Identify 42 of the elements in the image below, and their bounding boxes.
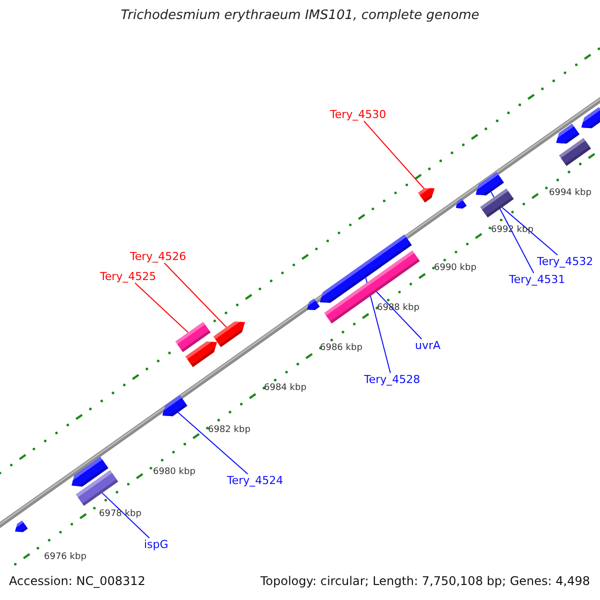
scale-label: 6986 kbp — [320, 343, 362, 353]
gene-name: Tery_4531 — [509, 273, 566, 286]
gene-feature — [559, 138, 591, 166]
gene-feature — [320, 234, 412, 303]
leader-line — [178, 412, 248, 474]
gene-feature — [581, 107, 600, 128]
gene-name: Tery_4528 — [364, 373, 420, 386]
scale-label: 6980 kbp — [153, 467, 196, 477]
genome-info-text: Topology: circular; Length: 7,750,108 bp; Genes: 4,498 — [260, 574, 590, 588]
leader-line — [376, 291, 422, 340]
scale-label: 6984 kbp — [264, 383, 306, 393]
leader-line — [365, 277, 391, 374]
leader-line — [363, 120, 424, 189]
gene-feature — [185, 342, 217, 368]
gene-feature — [456, 198, 467, 209]
gene-name: ispG — [144, 538, 168, 551]
leader-line — [164, 262, 227, 328]
gene-feature — [556, 124, 580, 144]
map-title: Trichodesmium erythraeum IMS101, complete genome — [120, 8, 480, 23]
leader-line — [134, 282, 189, 333]
gene-feature — [213, 322, 245, 348]
gene-feature — [15, 520, 28, 532]
scale-label: 6982 kbp — [208, 425, 250, 435]
accession-text: Accession: NC_008312 — [9, 574, 146, 588]
gene-feature — [307, 298, 320, 310]
leader-line — [502, 206, 558, 256]
gene-name: Tery_4530 — [330, 108, 386, 121]
gene-name: uvrA — [415, 339, 441, 352]
gene-feature — [162, 395, 188, 416]
gene-name: Tery_4526 — [130, 250, 186, 263]
gene-name: Tery_4524 — [227, 474, 284, 487]
scale-label: 6976 kbp — [44, 552, 86, 562]
gene-name: Tery_4532 — [537, 255, 594, 268]
gene-feature — [72, 456, 108, 487]
gene-feature — [476, 172, 504, 196]
leader-line — [490, 191, 534, 274]
gene-name: Tery_4525 — [100, 270, 156, 283]
scale-label: 6978 kbp — [99, 509, 142, 519]
leader-line — [102, 492, 150, 538]
scale-label: 6990 kbp — [434, 263, 476, 273]
scale-label: 6994 kbp — [549, 188, 592, 198]
gene-feature — [418, 188, 435, 203]
